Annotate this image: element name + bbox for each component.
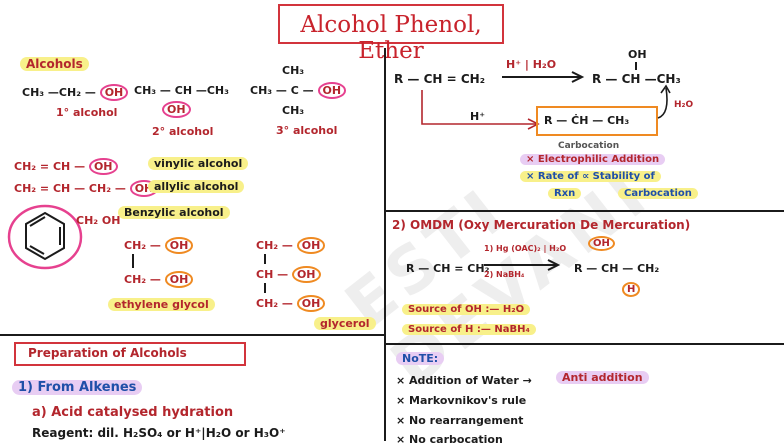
omdm-product: R — CH — CH₂ [574, 262, 660, 275]
carbocation-to-product-arrow-icon [657, 84, 671, 119]
carbocation-box [536, 106, 658, 136]
glycol-bottom: CH₂ — OH [124, 271, 194, 288]
carbocation-label: Carbocation [558, 141, 620, 151]
hydration-arrow-icon [502, 71, 585, 83]
tertiary-oh: OH [317, 82, 347, 99]
note-2-text: Markovnikov's rule [409, 394, 527, 407]
benzylic-label: Benzylic alcohol [118, 206, 230, 219]
acid-catalysed-hydration: a) Acid catalysed hydration [32, 405, 234, 420]
preparation-heading-box [14, 342, 246, 366]
left-horizontal-divider [0, 334, 386, 336]
carbocation-path-icon [421, 90, 540, 130]
omdm-heading: 2) OMDM (Oxy Mercuration De Mercuration) [392, 218, 691, 232]
tertiary-formula: CH₃ — C — OH [250, 82, 347, 99]
tertiary-alcohol-label: 3° alcohol [276, 124, 338, 137]
hydration-note-carbocation: Carbocation [618, 188, 698, 199]
note-4: × No carbocation [396, 433, 503, 446]
vertical-divider [384, 48, 386, 441]
glycerol-bond-1 [264, 254, 266, 264]
tertiary-formula-text: CH₃ — C — [250, 84, 314, 97]
glycerol-c1: CH₂ — OH [256, 237, 326, 254]
hydration-product-oh: OH [628, 48, 647, 61]
allylic-label: allylic alcohol [148, 180, 245, 193]
vinylic-formula-text: CH₂ = CH — [14, 160, 86, 173]
source-of-oh: Source of OH :— H₂O [402, 304, 531, 315]
secondary-oh: OH [162, 101, 191, 118]
glycerol-label: glycerol [314, 317, 376, 330]
omdm-step-1: 1) Hg (OAC)₂ | H₂O [484, 244, 567, 253]
primary-alcohol-label: 1° alcohol [56, 106, 118, 119]
glycerol-oh-3: OH [296, 295, 326, 312]
hydration-reagent: H⁺ | H₂O [506, 58, 557, 71]
carbocation-h2o: H₂O [674, 100, 694, 110]
carbocation-hplus: H⁺ [470, 110, 486, 123]
from-alkenes: 1) From Alkenes [12, 380, 143, 395]
alcohols-heading: Alcohols [20, 57, 89, 71]
primary-oh: OH [99, 84, 129, 101]
glycerol-oh-2: OH [291, 266, 321, 283]
glycol-top: CH₂ — OH [124, 237, 194, 254]
glycol-ch2-top: CH₂ — [124, 239, 161, 252]
preparation-heading: Preparation of Alcohols [28, 346, 187, 360]
vinylic-oh: OH [88, 158, 118, 175]
allylic-formula: CH₂ = CH — CH₂ — OH [14, 180, 159, 197]
glycol-bond [132, 254, 134, 268]
note-1: × Addition of Water → [396, 374, 532, 387]
allylic-formula-text: CH₂ = CH — CH₂ — [14, 182, 126, 195]
hydration-note-1: × Electrophilic Addition [520, 154, 666, 165]
source-of-h: Source of H :— NaBH₄ [402, 324, 536, 335]
benzene-ring-icon [7, 204, 83, 270]
carbocation-formula: R — ĊH — CH₃ [544, 114, 630, 127]
glycerol-c3-text: CH₂ — [256, 297, 293, 310]
tertiary-top: CH₃ [282, 64, 305, 77]
primary-formula-text: CH₃ —CH₂ — [22, 86, 96, 99]
hydration-reactant: R — CH = CH₂ [394, 72, 485, 86]
note-1-text: Addition of Water → [409, 374, 532, 387]
page-title: Alcohol Phenol, Ether [300, 12, 482, 64]
vinylic-formula: CH₂ = CH — OH [14, 158, 118, 175]
glycerol-c2-text: CH — [256, 268, 289, 281]
tertiary-bottom: CH₃ [282, 104, 305, 117]
ethylene-glycol-label: ethylene glycol [108, 298, 215, 311]
right-horizontal-divider [386, 210, 784, 212]
secondary-alcohol-formula: CH₃ — CH —CH₃ [134, 84, 229, 97]
hydration-note-rxn: Rxn [548, 188, 582, 199]
glycol-ch2-bottom: CH₂ — [124, 273, 161, 286]
omdm-arrow-icon [484, 259, 561, 271]
glycol-oh-1: OH [164, 237, 194, 254]
glycerol-c1-text: CH₂ — [256, 239, 293, 252]
reagent-line: Reagent: dil. H₂SO₄ or H⁺|H₂O or H₃O⁺ [32, 426, 286, 440]
note-4-text: No carbocation [409, 433, 503, 446]
note-anti-addition: Anti addition [556, 371, 649, 384]
note-2: × Markovnikov's rule [396, 394, 527, 407]
benzylic-group: CH₂ OH [76, 214, 121, 227]
omdm-step-2: 2) NaBH₄ [484, 270, 525, 279]
vinylic-label: vinylic alcohol [148, 157, 249, 170]
note-heading: NoTE: [396, 352, 445, 365]
omdm-reactant: R — CH = CH₂ [406, 262, 490, 275]
secondary-alcohol-label: 2° alcohol [152, 125, 214, 138]
right-lower-divider [386, 343, 784, 345]
hydration-product: R — CH —CH₃ [592, 72, 681, 86]
hydration-note-2-text: Rate of ∝ Stability of [537, 171, 655, 182]
hydration-note-1-text: Electrophilic Addition [537, 154, 660, 165]
title-box: Alcohol Phenol, Ether [278, 4, 504, 64]
note-3: × No rearrangement [396, 414, 524, 427]
hydration-product-bond [635, 62, 637, 70]
omdm-oh: OH [588, 236, 615, 251]
note-3-text: No rearrangement [409, 414, 524, 427]
glycerol-bond-2 [264, 283, 266, 293]
hydration-note-2: × Rate of ∝ Stability of [520, 171, 661, 182]
primary-alcohol-formula: CH₃ —CH₂ — OH [22, 84, 129, 101]
glycerol-c3: CH₂ — OH [256, 295, 326, 312]
glycerol-oh-1: OH [296, 237, 326, 254]
glycol-oh-2: OH [164, 271, 194, 288]
omdm-h: H [622, 282, 641, 297]
glycerol-c2: CH — OH [256, 266, 321, 283]
